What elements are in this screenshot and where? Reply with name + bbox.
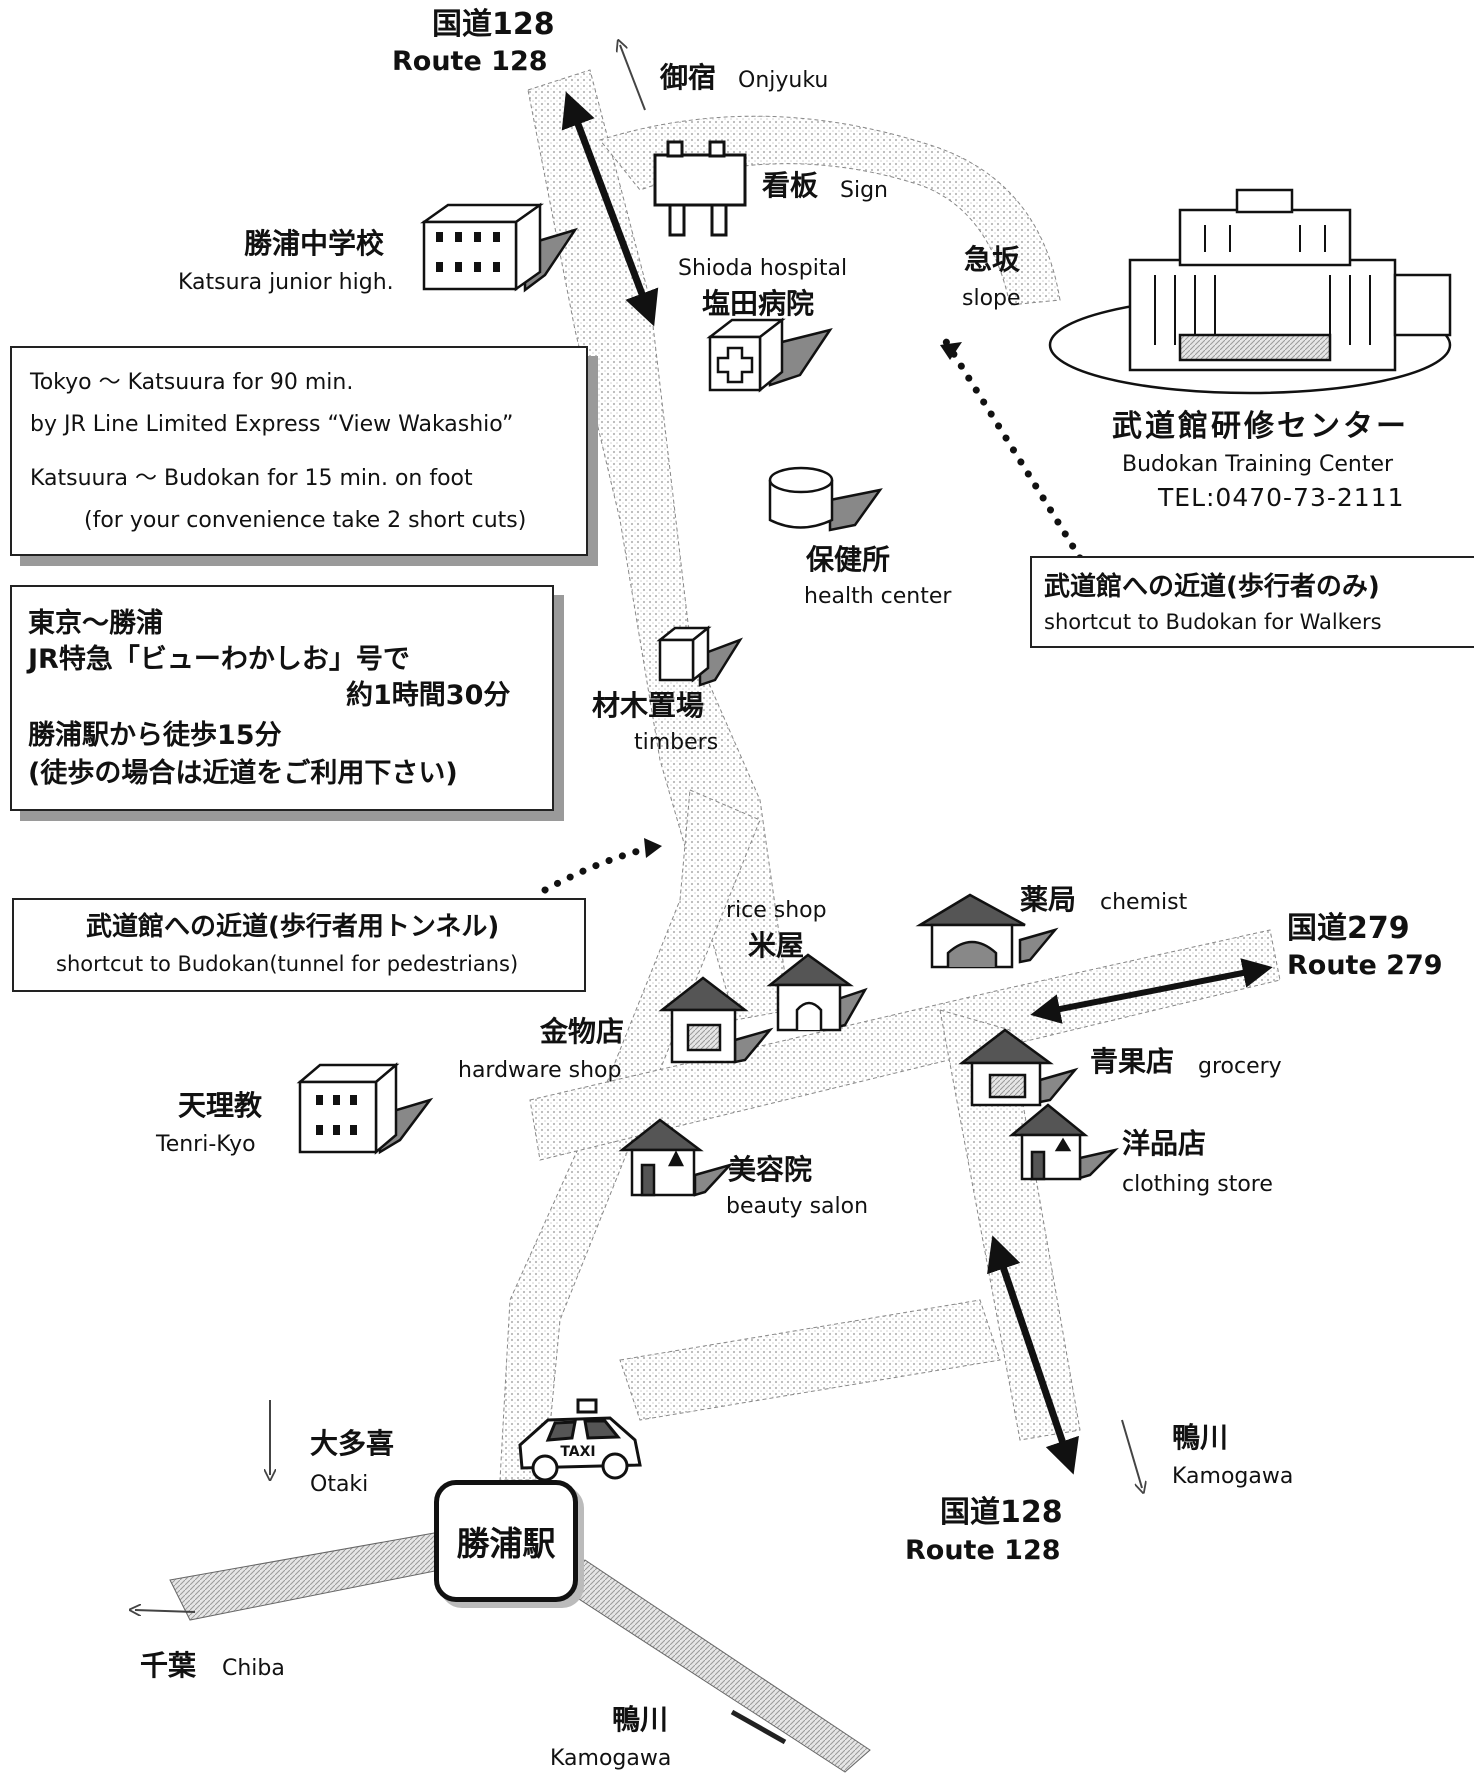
onjyuku-jp: 御宿 [660, 61, 717, 94]
route279-en: Route 279 [1287, 950, 1443, 981]
shortcut-walkers-path [941, 336, 1084, 562]
timbers-en: timbers [634, 730, 719, 755]
tenrikyo-en: Tenri-Kyo [156, 1132, 256, 1157]
hospital-icon [706, 317, 833, 393]
chemist-en: chemist [1100, 890, 1188, 915]
sign-jp: 看板 [762, 169, 819, 202]
taxi-label: TAXI [560, 1444, 595, 1460]
beauty-salon-icon [618, 1118, 734, 1197]
chiba-jp: 千葉 [140, 1649, 197, 1682]
route128-north-en: Route 128 [392, 46, 548, 77]
info-box-en: Tokyo ～ Katsuura for 90 min. by JR Line … [10, 346, 588, 556]
beauty-salon-jp: 美容院 [728, 1153, 813, 1186]
health-center-jp: 保健所 [806, 543, 891, 576]
otaki-jp: 大多喜 [310, 1427, 395, 1460]
route128-south-jp: 国道128 [940, 1495, 1063, 1530]
arrow-onjyuku [620, 45, 646, 111]
shortcut-tunnel-arrowhead [644, 838, 662, 858]
hospital-en: Shioda hospital [678, 256, 848, 281]
slope-jp: 急坂 [964, 243, 1021, 276]
route279-jp: 国道279 [1287, 911, 1410, 946]
info-en-line1: Tokyo ～ Katsuura for 90 min. [30, 370, 354, 395]
station-label: 勝浦駅 [456, 1524, 556, 1563]
rice-shop-jp: 米屋 [748, 929, 805, 962]
clothing-store-icon [1008, 1103, 1119, 1181]
rice-shop-icon [766, 953, 868, 1032]
timbers-jp: 材木置場 [592, 689, 705, 722]
chemist-jp: 薬局 [1020, 883, 1077, 916]
kamogawa-south-en: Kamogawa [550, 1746, 672, 1771]
shortcut-tunnel-en: shortcut to Budokan(tunnel for pedestria… [56, 952, 519, 976]
taxi-icon [518, 1398, 642, 1482]
shortcut-walkers-jp: 武道館への近道(歩行者のみ) [1044, 572, 1380, 602]
katsuura-station: 勝浦駅 [434, 1480, 578, 1602]
budokan-jp: 武道館研修センター [1112, 409, 1409, 444]
junior-high-en: Katsura junior high. [178, 270, 394, 295]
junior-high-icon [420, 202, 578, 293]
grocery-icon [958, 1028, 1079, 1107]
onjyuku-en: Onjyuku [738, 68, 829, 93]
chiba-en: Chiba [222, 1656, 285, 1681]
info-en-line3: Katsuura ～ Budokan for 15 min. on foot [30, 466, 473, 491]
info-jp-line2: JR特急「ビューわかしお」号で [28, 644, 410, 675]
budokan-en: Budokan Training Center [1122, 452, 1394, 477]
shortcut-walkers-arrowhead [940, 342, 962, 360]
rice-shop-en: rice shop [726, 898, 827, 923]
budokan-building-icon [1128, 188, 1452, 372]
arrow-kamogawa-east [1121, 1419, 1142, 1488]
sign-icon [653, 140, 747, 237]
kamogawa-south-jp: 鴨川 [612, 1703, 669, 1736]
chemist-icon [915, 893, 1059, 969]
railway-west [169, 1531, 451, 1621]
arrow-route128-south [987, 1235, 1079, 1475]
shortcut-walkers-en: shortcut to Budokan for Walkers [1044, 610, 1382, 634]
hardware-shop-icon [658, 976, 774, 1064]
info-box-jp: 東京～勝浦 JR特急「ビューわかしお」号で 約1時間30分 勝浦駅から徒歩15分… [10, 585, 554, 811]
road-station-link [619, 1299, 1001, 1421]
clothing-jp: 洋品店 [1122, 1127, 1207, 1160]
junior-high-jp: 勝浦中学校 [244, 227, 385, 260]
info-jp-line4: 勝浦駅から徒歩15分 [28, 720, 282, 751]
sign-en: Sign [840, 178, 888, 203]
kamogawa-east-jp: 鴨川 [1172, 1421, 1229, 1454]
route128-south-en: Route 128 [905, 1535, 1061, 1566]
beauty-salon-en: beauty salon [726, 1194, 869, 1219]
info-jp-line5: (徒歩の場合は近道をご利用下さい) [28, 758, 458, 789]
slope-en: slope [962, 286, 1021, 311]
tenrikyo-icon [296, 1062, 434, 1155]
arrow-route128-north [561, 91, 659, 327]
hardware-en: hardware shop [458, 1058, 622, 1083]
arrow-route279 [1030, 958, 1273, 1024]
timbers-icon [656, 625, 744, 687]
grocery-en: grocery [1198, 1054, 1282, 1079]
shortcut-walkers-box: 武道館への近道(歩行者のみ) shortcut to Budokan for W… [1030, 556, 1474, 648]
grocery-jp: 青果店 [1090, 1045, 1175, 1078]
health-center-en: health center [804, 584, 952, 609]
railway-southeast [564, 1559, 871, 1773]
route128-north-jp: 国道128 [432, 7, 555, 42]
arrow-chiba [135, 1610, 196, 1612]
arrow-kamogawa-south [730, 1709, 787, 1745]
hospital-jp: 塩田病院 [702, 287, 815, 320]
otaki-en: Otaki [310, 1472, 369, 1497]
shortcut-tunnel-box: 武道館への近道(歩行者用トンネル) shortcut to Budokan(tu… [12, 898, 586, 992]
health-center-icon [768, 466, 883, 532]
info-en-line2: by JR Line Limited Express “View Wakashi… [30, 412, 514, 437]
tenrikyo-jp: 天理教 [178, 1089, 263, 1122]
info-en-line4: (for your convenience take 2 short cuts) [84, 508, 527, 533]
info-jp-line1: 東京～勝浦 [28, 608, 163, 639]
kamogawa-east-en: Kamogawa [1172, 1464, 1294, 1489]
budokan-tel: TEL:0470-73-2111 [1158, 483, 1405, 512]
clothing-en: clothing store [1122, 1172, 1273, 1197]
hardware-jp: 金物店 [540, 1015, 625, 1048]
shortcut-tunnel-jp: 武道館への近道(歩行者用トンネル) [86, 912, 500, 942]
shortcut-tunnel-path [541, 844, 654, 894]
info-jp-line3: 約1時間30分 [346, 680, 511, 711]
